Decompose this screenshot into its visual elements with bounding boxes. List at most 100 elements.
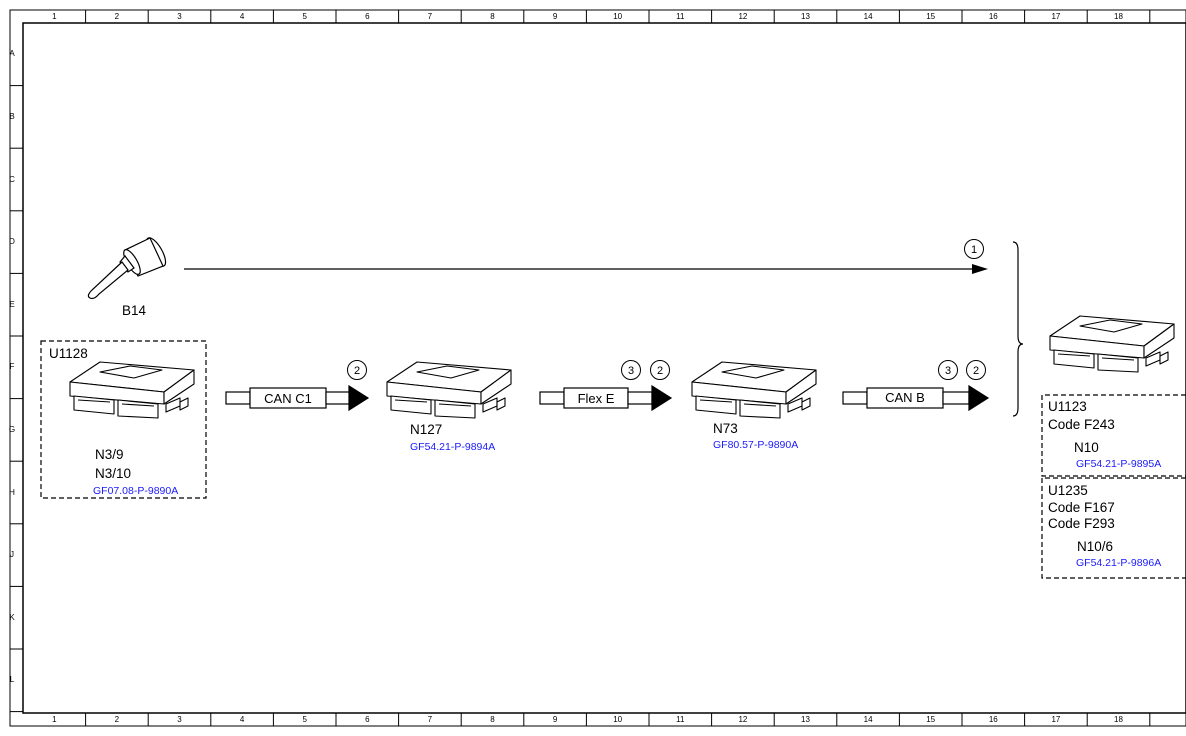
column-label-15: 15 — [926, 12, 936, 21]
column-label-9: 9 — [552, 12, 558, 21]
marker-3-can-b: 3 — [938, 360, 958, 380]
control-unit-u1128-icon — [69, 361, 195, 419]
column-label-2: 2 — [114, 12, 120, 21]
n127-reference-link[interactable]: GF54.21-P-9894A — [410, 441, 496, 453]
u1235-name: N10/6 — [1077, 539, 1114, 554]
can-b-label: CAN B — [885, 390, 925, 405]
sensor-b14-icon — [87, 237, 167, 300]
column-label-3: 3 — [177, 12, 182, 21]
column-label-14: 14 — [863, 12, 873, 21]
row-label-J: J — [10, 550, 14, 560]
column-label-12: 12 — [738, 715, 748, 724]
control-unit-n127-icon — [386, 361, 512, 419]
n127-label: N127 — [410, 422, 443, 437]
column-label-6: 6 — [365, 715, 370, 724]
u1123-label: U1123 — [1048, 399, 1087, 414]
row-label-E: E — [9, 299, 15, 309]
u1128-reference-link[interactable]: GF07.08-P-9890A — [93, 485, 179, 497]
control-unit-outline — [1101, 357, 1135, 361]
control-unit-outline — [743, 403, 777, 407]
column-label-13: 13 — [801, 715, 810, 724]
inner-frame — [22, 22, 1186, 714]
n73-reference-link[interactable]: GF80.57-P-9890A — [713, 439, 799, 451]
u1235-boundary — [1041, 477, 1186, 579]
b14-label: B14 — [122, 303, 147, 318]
row-label-H: H — [9, 487, 15, 497]
control-unit-outline — [699, 399, 733, 403]
marker-2-can-b: 2 — [966, 360, 986, 380]
control-unit-outline — [496, 397, 506, 411]
marker-2-flex-e: 2 — [650, 360, 670, 380]
u1235-code2: Code F293 — [1048, 516, 1115, 531]
control-unit-outline — [1159, 351, 1169, 365]
marker-2-can-c1: 2 — [347, 360, 367, 380]
column-label-3: 3 — [177, 715, 182, 724]
u1123-name: N10 — [1074, 440, 1099, 455]
control-unit-outline — [99, 365, 163, 379]
row-label-L: L — [9, 675, 15, 685]
control-unit-outline — [1057, 353, 1091, 357]
u1123-code: Code F243 — [1048, 417, 1115, 432]
control-unit-outline — [438, 403, 472, 407]
column-label-5: 5 — [302, 12, 307, 21]
grid-ticks — [10, 10, 1151, 726]
u1235-code1: Code F167 — [1048, 500, 1115, 515]
column-label-8: 8 — [490, 715, 495, 724]
row-label-C: C — [9, 174, 15, 184]
column-label-7: 7 — [427, 715, 433, 724]
u1123-boundary — [1041, 394, 1186, 477]
column-label-4: 4 — [239, 12, 245, 21]
column-label-17: 17 — [1051, 715, 1061, 724]
control-unit-outline — [179, 397, 189, 411]
column-label-16: 16 — [988, 12, 998, 21]
control-unit-outline — [77, 399, 111, 403]
n73-label: N73 — [713, 421, 738, 436]
row-label-D: D — [9, 237, 15, 247]
can-c1-connector — [225, 384, 370, 412]
can-c1-label: CAN C1 — [264, 391, 312, 406]
column-label-18: 18 — [1114, 715, 1123, 724]
row-label-F: F — [9, 362, 15, 372]
control-unit-outline — [1079, 319, 1143, 333]
u1235-reference-link[interactable]: GF54.21-P-9896A — [1076, 557, 1162, 569]
row-label-G: G — [8, 424, 16, 434]
column-label-13: 13 — [801, 12, 810, 21]
row-label-A: A — [9, 49, 15, 59]
u1235-label: U1235 — [1048, 483, 1088, 498]
group-brace — [1012, 241, 1024, 417]
control-unit-outline — [121, 403, 155, 407]
column-label-10: 10 — [613, 12, 623, 21]
control-unit-outline — [480, 369, 512, 405]
column-label-7: 7 — [427, 12, 433, 21]
flex-e-connector — [539, 384, 673, 412]
control-unit-outline — [394, 399, 428, 403]
column-label-6: 6 — [365, 12, 370, 21]
control-unit-outline — [416, 365, 480, 379]
column-label-17: 17 — [1051, 12, 1061, 21]
column-label-4: 4 — [239, 715, 245, 724]
column-label-16: 16 — [988, 715, 998, 724]
column-label-15: 15 — [926, 715, 936, 724]
column-label-9: 9 — [552, 715, 558, 724]
column-label-11: 11 — [676, 12, 685, 21]
u1128-line2: N3/10 — [95, 466, 132, 481]
marker-1: 1 — [964, 239, 984, 259]
column-label-1: 1 — [52, 715, 57, 724]
marker-3-flex-e: 3 — [621, 360, 641, 380]
column-label-11: 11 — [676, 715, 685, 724]
u1128-line1: N3/9 — [95, 447, 124, 462]
u1128-boundary — [40, 340, 207, 499]
control-unit-outline — [1143, 323, 1175, 359]
can-b-connector — [842, 384, 990, 412]
outer-frame — [9, 9, 1186, 727]
column-label-18: 18 — [1114, 12, 1123, 21]
u1123-reference-link[interactable]: GF54.21-P-9895A — [1076, 458, 1162, 470]
column-label-5: 5 — [302, 715, 307, 724]
control-unit-outline — [721, 365, 785, 379]
row-label-B: B — [9, 111, 15, 121]
control-unit-outline — [801, 397, 811, 411]
u1128-label: U1128 — [49, 346, 88, 361]
column-label-14: 14 — [863, 715, 873, 724]
control-unit-n10-icon — [1049, 315, 1175, 373]
